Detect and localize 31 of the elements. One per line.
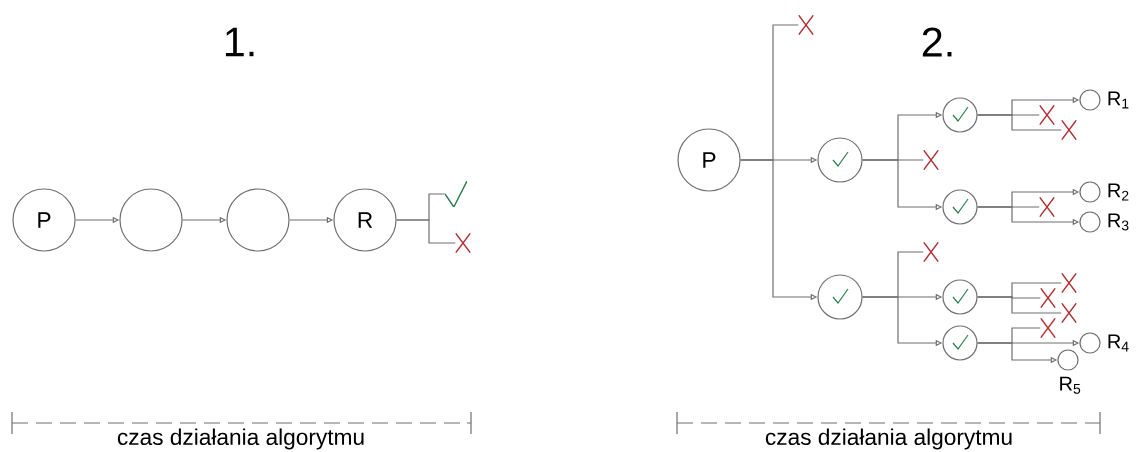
axis-label: czas działania algorytmu	[765, 428, 1012, 450]
cross-mark	[1040, 288, 1056, 308]
node-label: R$_{2}$	[1108, 183, 1129, 201]
cross-mark	[1061, 303, 1077, 323]
node-label: R$_{3}$	[1108, 213, 1129, 231]
check-mark	[445, 181, 467, 207]
checked-circle	[942, 97, 978, 133]
cross-mark	[923, 242, 939, 262]
node-label: R$_{5}$	[1060, 376, 1081, 394]
checked-circle	[942, 189, 978, 225]
cross-mark	[1061, 120, 1077, 140]
cross-mark	[1040, 318, 1056, 338]
checked-circle	[817, 137, 863, 183]
connector-line	[396, 219, 456, 244]
cross-mark	[1061, 273, 1077, 293]
checked-circle	[942, 325, 978, 361]
cross-mark	[1039, 105, 1055, 125]
empty-circle	[226, 188, 290, 252]
cross-mark	[1039, 197, 1055, 217]
checked-circle	[942, 279, 978, 315]
cross-mark	[798, 15, 814, 35]
checked-circle	[817, 274, 863, 320]
heading: 2.	[922, 27, 952, 57]
axis-label: czas działania algorytmu	[117, 428, 364, 450]
empty-circle	[119, 188, 183, 252]
cross-mark	[923, 150, 939, 170]
connector-line	[977, 114, 1062, 131]
node-label: R$_{4}$	[1108, 334, 1129, 352]
node-label: R$_{1}$	[1108, 91, 1129, 109]
cross-mark	[455, 233, 471, 253]
heading: 1.	[225, 27, 254, 57]
